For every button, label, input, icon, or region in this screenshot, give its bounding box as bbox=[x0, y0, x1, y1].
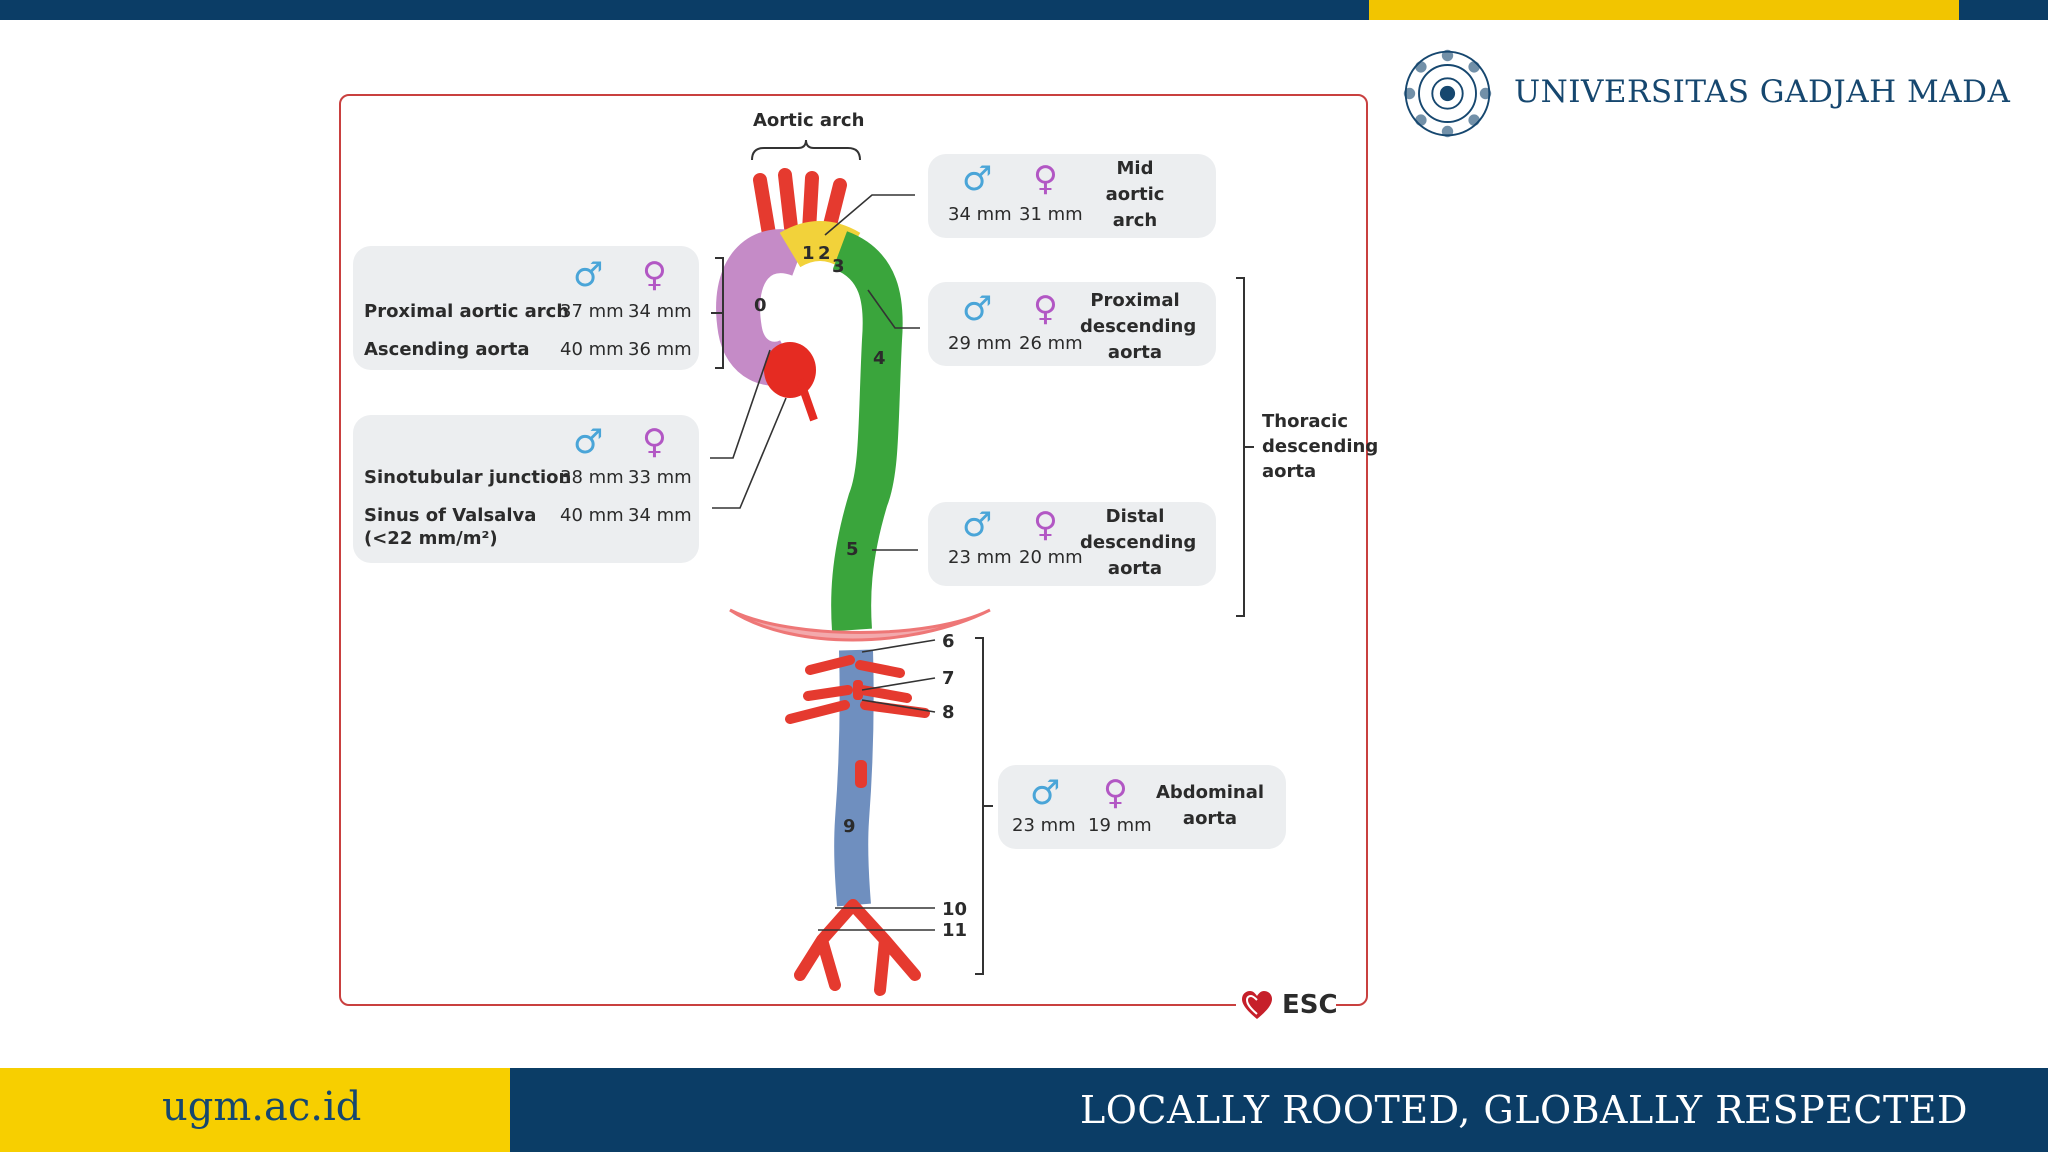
male-symbol-icon: ♂ bbox=[573, 422, 604, 462]
measurement-box-proximal-arch bbox=[353, 246, 699, 370]
esc-label: ESC bbox=[1282, 990, 1338, 1020]
male-symbol-icon: ♂ bbox=[1030, 773, 1061, 813]
female-symbol-icon: ♀ bbox=[642, 422, 667, 462]
university-name: UNIVERSITAS GADJAH MADA bbox=[1514, 74, 2011, 110]
segment-number: 7 bbox=[942, 668, 955, 689]
segment-name: aorta bbox=[1182, 808, 1238, 829]
male-symbol-icon: ♂ bbox=[962, 289, 993, 329]
segment-name: Mid bbox=[1116, 158, 1154, 179]
male-value: 23 mm bbox=[948, 547, 1012, 568]
male-value: 37 mm bbox=[560, 301, 624, 322]
female-symbol-icon: ♀ bbox=[1033, 159, 1058, 199]
measurement-box-distal-descending bbox=[928, 502, 1216, 586]
segment-name: aorta bbox=[1107, 342, 1163, 363]
segment-number: 4 bbox=[873, 348, 886, 369]
measurement-box-proximal-descending bbox=[928, 282, 1216, 366]
segment-name: descending bbox=[1080, 316, 1197, 337]
female-value: 19 mm bbox=[1088, 815, 1152, 836]
male-symbol-icon: ♂ bbox=[962, 159, 993, 199]
female-value: 33 mm bbox=[628, 467, 692, 488]
row-label: Sinus of Valsalva bbox=[364, 505, 537, 526]
segment-name: Proximal bbox=[1090, 290, 1180, 311]
segment-number: 2 bbox=[818, 243, 831, 264]
motto: LOCALLY ROOTED, GLOBALLY RESPECTED bbox=[1080, 1088, 1969, 1132]
top-bar-accent bbox=[1369, 0, 1959, 20]
heart-icon bbox=[1242, 991, 1272, 1019]
row-label: Ascending aorta bbox=[364, 339, 530, 360]
website-link[interactable]: ugm.ac.id bbox=[162, 1084, 362, 1130]
male-value: 34 mm bbox=[948, 204, 1012, 225]
ugm-seal-icon bbox=[1403, 49, 1492, 138]
female-value: 34 mm bbox=[628, 505, 692, 526]
segment-number: 5 bbox=[846, 539, 859, 560]
female-value: 26 mm bbox=[1019, 333, 1083, 354]
segment-number: 9 bbox=[843, 816, 856, 837]
footer-right-band bbox=[510, 1068, 2048, 1152]
row-label: Proximal aortic arch bbox=[364, 301, 570, 322]
segment-name: aorta bbox=[1107, 558, 1163, 579]
footer-left-band bbox=[0, 1068, 510, 1152]
female-value: 20 mm bbox=[1019, 547, 1083, 568]
segment-number: 8 bbox=[942, 702, 955, 723]
female-symbol-icon: ♀ bbox=[1103, 773, 1128, 813]
female-value: 36 mm bbox=[628, 339, 692, 360]
thoracic-label: Thoracic bbox=[1262, 411, 1348, 432]
segment-name: descending bbox=[1080, 532, 1197, 553]
segment-name: Distal bbox=[1105, 506, 1165, 527]
segment-name: Abdominal bbox=[1155, 782, 1265, 803]
measurement-box-sinus bbox=[353, 415, 699, 563]
female-symbol-icon: ♀ bbox=[642, 255, 667, 295]
segment-number: 0 bbox=[754, 295, 767, 316]
male-value: 38 mm bbox=[560, 467, 624, 488]
segment-number: 11 bbox=[942, 920, 968, 941]
male-value: 40 mm bbox=[560, 505, 624, 526]
thoracic-label: aorta bbox=[1262, 461, 1317, 482]
aortic-arch-label: Aortic arch bbox=[753, 110, 865, 131]
measurement-box-mid-arch bbox=[928, 154, 1216, 238]
segment-number: 10 bbox=[942, 899, 968, 920]
segment-name: arch bbox=[1112, 210, 1158, 231]
female-value: 31 mm bbox=[1019, 204, 1083, 225]
male-symbol-icon: ♂ bbox=[573, 255, 604, 295]
male-value: 29 mm bbox=[948, 333, 1012, 354]
figure-frame bbox=[339, 94, 1368, 1006]
thoracic-label: descending bbox=[1262, 436, 1379, 457]
row-label: Sinotubular junction bbox=[364, 467, 572, 488]
male-value: 40 mm bbox=[560, 339, 624, 360]
row-label-sub: (<22 mm/m²) bbox=[364, 528, 498, 549]
segment-number: 6 bbox=[942, 631, 955, 652]
segment-number: 3 bbox=[832, 256, 845, 277]
measurement-box-abdominal bbox=[998, 765, 1286, 849]
female-value: 34 mm bbox=[628, 301, 692, 322]
male-value: 23 mm bbox=[1012, 815, 1076, 836]
segment-name: aortic bbox=[1105, 184, 1165, 205]
female-symbol-icon: ♀ bbox=[1033, 289, 1058, 329]
female-symbol-icon: ♀ bbox=[1033, 505, 1058, 545]
segment-number: 1 bbox=[802, 243, 815, 264]
male-symbol-icon: ♂ bbox=[962, 505, 993, 545]
